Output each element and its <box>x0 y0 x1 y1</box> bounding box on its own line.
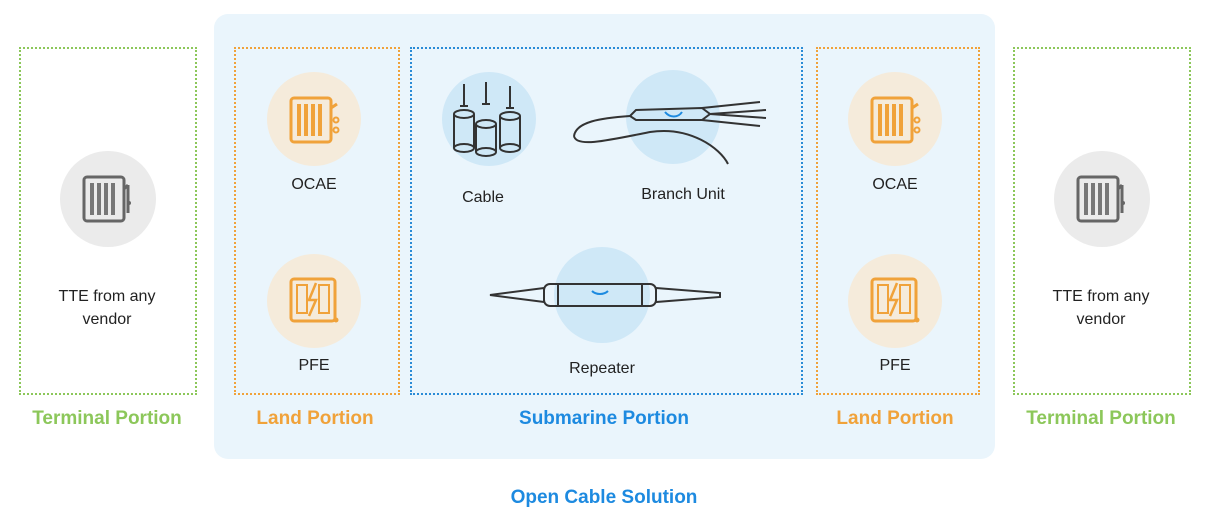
repeater-icon-bg <box>554 247 650 343</box>
pfe-label-left: PFE <box>298 357 330 374</box>
rack-equipment-icon <box>1076 175 1125 223</box>
land-box-right <box>816 47 980 395</box>
submarine-box <box>410 47 803 395</box>
ocae-label-right: OCAE <box>872 176 918 193</box>
cable-icon <box>453 82 521 157</box>
land-portion-title-left: Land Portion <box>256 408 374 429</box>
cable-label: Cable <box>462 189 504 206</box>
rack-equipment-icon <box>82 175 131 223</box>
repeater-label: Repeater <box>569 360 635 377</box>
ocae-icon <box>289 96 340 144</box>
ocae-label-left: OCAE <box>291 176 337 193</box>
solution-title: Open Cable Solution <box>510 487 698 508</box>
repeater-icon <box>489 283 721 307</box>
land-box-left <box>234 47 400 395</box>
submarine-portion-title: Submarine Portion <box>519 408 689 429</box>
terminal-portion-title-left: Terminal Portion <box>32 408 182 429</box>
branch-unit-icon <box>573 101 767 165</box>
terminal-label-right: TTE from any vendor <box>1052 288 1150 328</box>
terminal-label-left: TTE from any vendor <box>58 288 156 328</box>
ocae-icon <box>870 96 921 144</box>
branch-unit-label: Branch Unit <box>641 186 725 203</box>
terminal-box-left <box>19 47 197 395</box>
pfe-icon <box>289 277 339 323</box>
terminal-box-right <box>1013 47 1191 395</box>
pfe-label-right: PFE <box>879 357 911 374</box>
terminal-portion-title-right: Terminal Portion <box>1026 408 1176 429</box>
land-portion-title-right: Land Portion <box>836 408 954 429</box>
pfe-icon <box>870 277 920 323</box>
